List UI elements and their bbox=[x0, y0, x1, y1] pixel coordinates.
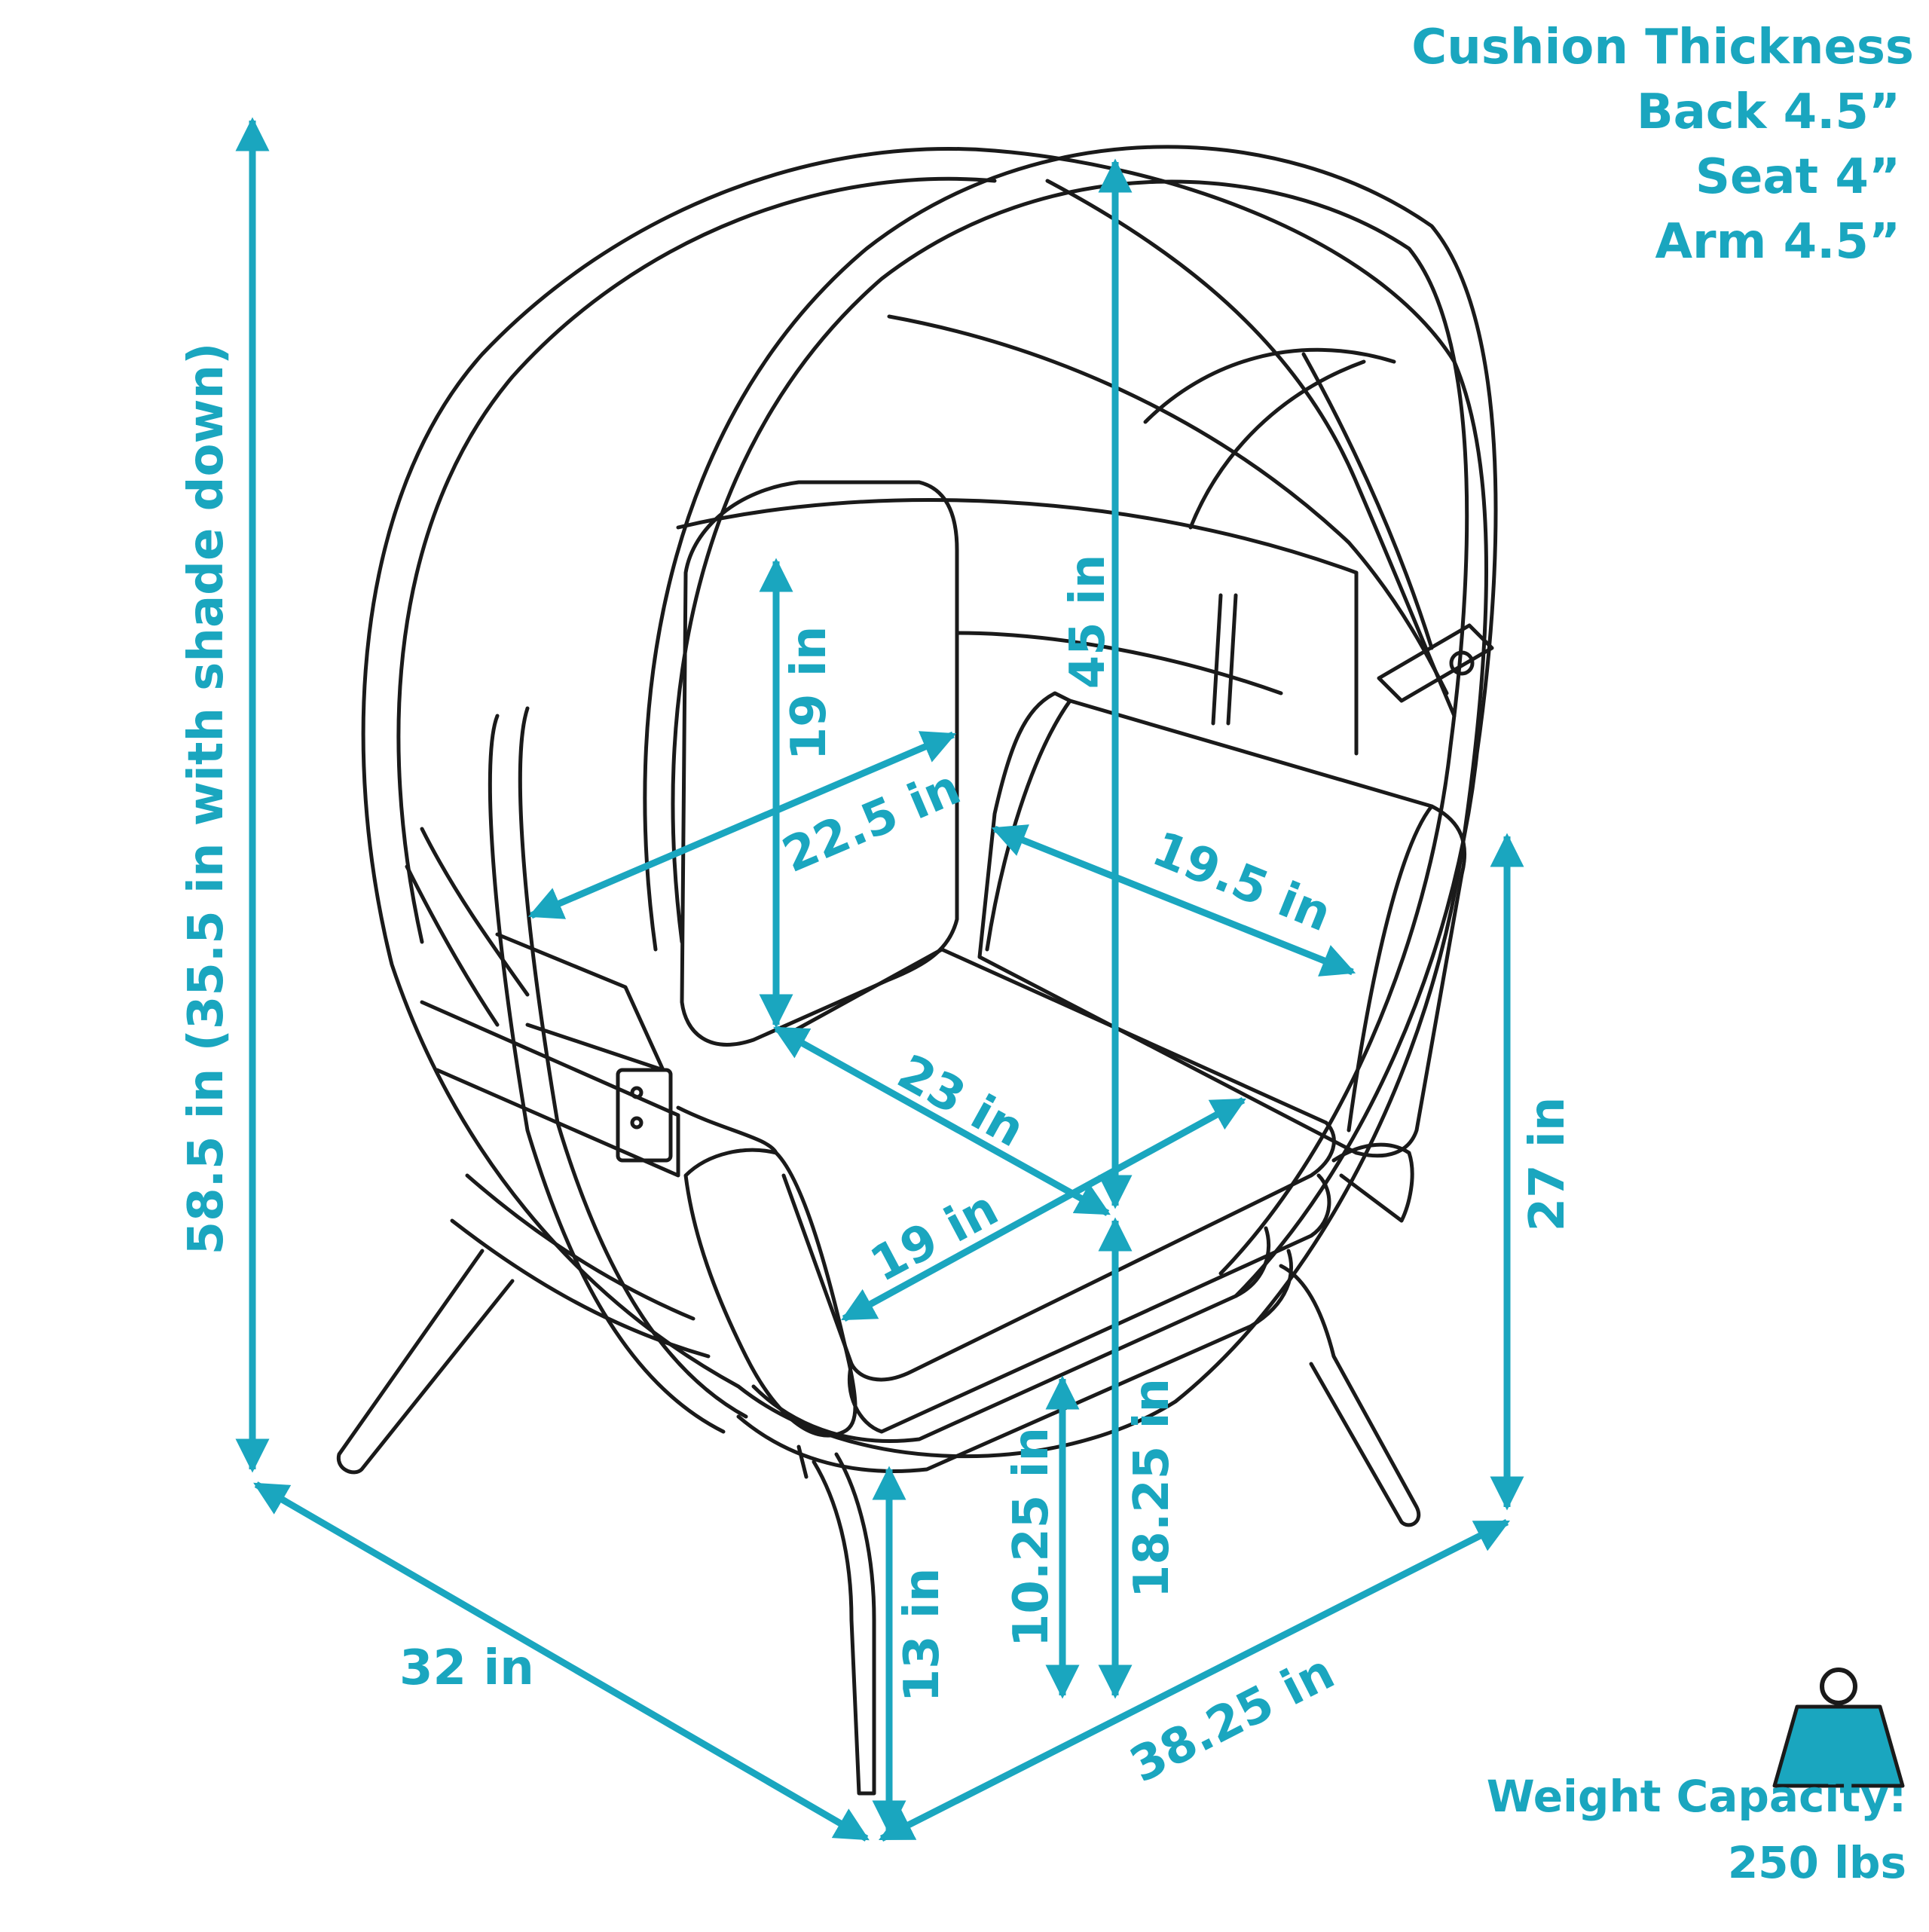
leg-back bbox=[796, 1444, 809, 1479]
leg-left bbox=[336, 1249, 515, 1475]
depth-label: 32 in bbox=[399, 1640, 534, 1696]
left-arm-frame bbox=[450, 1218, 711, 1359]
cushion-thickness-title: Cushion Thickness bbox=[1411, 20, 1914, 75]
left-arm-frame bbox=[495, 932, 665, 1072]
back-post bbox=[1226, 593, 1238, 726]
total-height-label: 58.5 in (35.5 in with shade down) bbox=[179, 343, 234, 1255]
arm-height-label: 27 in bbox=[1520, 1097, 1576, 1232]
leg-front bbox=[812, 1452, 876, 1796]
seat-front-roll bbox=[847, 1173, 1331, 1434]
base-ring bbox=[736, 1249, 1293, 1473]
shade-rib bbox=[1301, 352, 1434, 650]
left-arm-frame bbox=[420, 827, 530, 997]
left-arm-cushion-top bbox=[676, 1105, 778, 1155]
weight-icon bbox=[1772, 1668, 1905, 1788]
seat-height-label: 18.25 in bbox=[1124, 1378, 1180, 1598]
cushion-arm-thickness: Arm 4.5” bbox=[1655, 214, 1901, 270]
seat-depth-label: 23 in bbox=[888, 1044, 1033, 1158]
back-width-label: 22.5 in bbox=[775, 760, 968, 884]
left-arm-frame bbox=[465, 1173, 695, 1321]
seat-front-height-label: 10.25 in bbox=[1004, 1427, 1059, 1647]
left-arm-frame bbox=[488, 714, 726, 1434]
shade-rib bbox=[887, 314, 1449, 695]
chair-drawing bbox=[336, 145, 1498, 1796]
leg-right bbox=[1279, 1264, 1420, 1527]
base-ring bbox=[751, 1226, 1271, 1443]
right-back-cushion-edge bbox=[985, 699, 1072, 952]
width-arrow bbox=[878, 1518, 1511, 1842]
weight-capacity-block: Weight Capacity: 250 lbs bbox=[1487, 1763, 1906, 1896]
right-back-cushion bbox=[977, 691, 1467, 1158]
cushion-back-thickness: Back 4.5” bbox=[1636, 84, 1900, 140]
left-arm-frame bbox=[405, 864, 500, 1027]
left-back-cushion bbox=[680, 480, 959, 1047]
seat-width-arrow bbox=[841, 1097, 1246, 1322]
width-label: 38.25 in bbox=[1121, 1644, 1343, 1794]
cushion-seat-thickness: Seat 4” bbox=[1695, 149, 1900, 205]
front-ring-inner bbox=[671, 179, 1469, 1276]
shade-inner-edge bbox=[396, 176, 997, 944]
inner-height-label: 45 in bbox=[1060, 555, 1116, 689]
left-hinge-bolt bbox=[630, 1086, 644, 1099]
right-arm-cushion bbox=[1331, 1142, 1414, 1223]
leg-height-label: 13 in bbox=[894, 1568, 950, 1703]
dimension-arrows bbox=[235, 117, 1524, 1842]
left-arm-frame bbox=[420, 1000, 680, 1178]
depth-arrow bbox=[253, 1481, 870, 1842]
back-width-arrow bbox=[527, 731, 957, 919]
shade-hinge-bolt bbox=[1449, 650, 1475, 676]
front-ring bbox=[643, 145, 1498, 1298]
seat-cushion bbox=[781, 947, 1336, 1382]
left-hinge-bolt bbox=[630, 1116, 644, 1130]
shade-rib bbox=[1188, 359, 1366, 530]
seat-depth-side-arrow bbox=[991, 824, 1356, 977]
back-post bbox=[1211, 593, 1223, 726]
right-back-cushion-edge bbox=[1347, 804, 1434, 1133]
seat-width-label: 19 in bbox=[862, 1181, 1007, 1293]
back-height-label: 19 in bbox=[781, 626, 837, 761]
shade-rib bbox=[1045, 179, 1457, 718]
back-wall bbox=[676, 498, 1359, 756]
cushion-thickness-block: Cushion Thickness Back 4.5” Seat 4” Arm … bbox=[1411, 15, 1914, 274]
weight-capacity-label: Weight Capacity: bbox=[1486, 1771, 1906, 1822]
weight-capacity-value: 250 lbs bbox=[1727, 1837, 1906, 1888]
shade-rib bbox=[1143, 347, 1396, 424]
left-hinge-bracket bbox=[616, 1068, 673, 1163]
shade-hinge bbox=[1377, 623, 1494, 703]
